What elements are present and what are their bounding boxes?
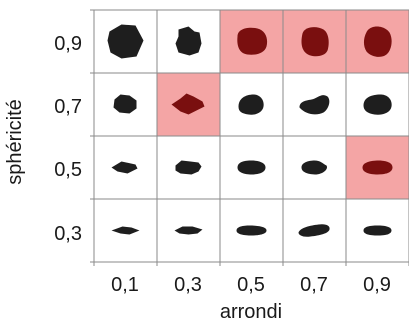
particle-shape [363,26,392,57]
shapes-layer [107,24,393,237]
particle-shape [113,94,137,114]
particle-shape [299,95,330,115]
particle-shape [174,226,203,235]
x-tick-labels: 0,1 0,3 0,5 0,7 0,9 [111,274,391,296]
x-tick-label: 0,7 [300,274,328,296]
particle-shape [298,224,330,237]
particle-shape [111,161,138,174]
particle-shape [363,94,392,115]
x-tick-label: 0,5 [237,274,265,296]
particle-shape [111,226,140,235]
particle-shape [175,160,202,175]
y-tick-label: 0,7 [54,96,82,118]
cells-layer [94,10,409,262]
particle-shape [362,160,393,175]
particle-shape [237,27,268,55]
particle-shape [301,160,328,175]
particle-shape [107,24,144,59]
particle-shape [301,27,329,57]
x-axis-title: arrondi [220,301,282,323]
particle-shape [238,94,264,115]
y-tick-label: 0,3 [54,223,82,245]
x-tick-label: 0,9 [363,274,391,296]
y-tick-label: 0,5 [54,159,82,181]
y-axis-title: sphéricité [4,99,26,185]
y-tick-label: 0,9 [54,33,82,55]
particle-shape [175,26,202,56]
particle-shape [363,225,392,236]
grid-lines [90,9,409,266]
y-tick-labels: 0,9 0,7 0,5 0,3 [54,33,82,245]
particle-shape [171,93,205,115]
particle-shape [236,225,267,236]
particle-shape [237,160,266,175]
x-tick-label: 0,3 [174,274,202,296]
x-tick-label: 0,1 [111,274,139,296]
